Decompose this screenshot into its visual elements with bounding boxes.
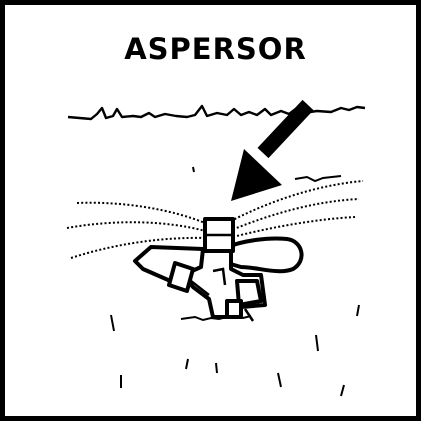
sprinkler-head	[133, 217, 304, 319]
water-spray	[66, 180, 364, 259]
sprinkler-details	[190, 233, 255, 322]
pointer-arrow	[231, 99, 314, 201]
sprinkler-icon	[66, 99, 366, 397]
card-title: ASPERSOR	[124, 32, 307, 66]
ground-line	[67, 104, 366, 121]
ground-mark	[192, 166, 195, 173]
base-ground-line	[180, 314, 252, 322]
ground-mark-right	[294, 175, 342, 183]
grass-marks	[110, 304, 360, 397]
